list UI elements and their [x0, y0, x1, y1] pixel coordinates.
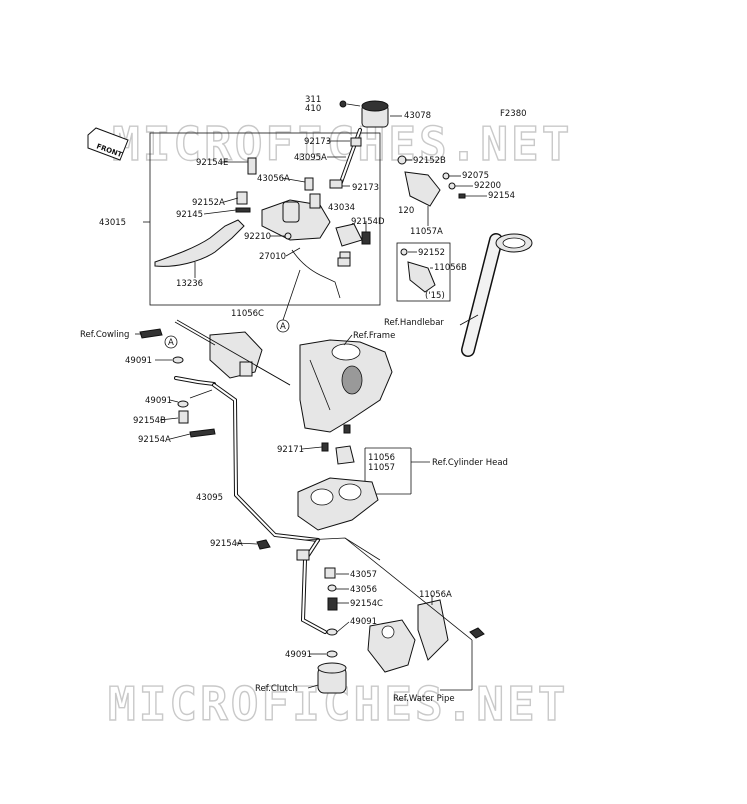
- label-92154e: 92154E: [196, 158, 228, 168]
- cylinder-head: [297, 477, 379, 531]
- callout-a-top-label: A: [280, 322, 286, 332]
- bolt-92154c: [327, 597, 338, 611]
- bracket-11056b: [407, 261, 436, 293]
- clutch-slave-cylinder: [317, 662, 347, 694]
- callout-a-left-label: A: [168, 338, 174, 348]
- label-43034: 43034: [328, 203, 355, 213]
- label-11056b: 11056B: [434, 263, 467, 273]
- washer-49091-b: [177, 400, 189, 408]
- label-ref-clutch: Ref.Clutch: [255, 684, 298, 694]
- label-11057: 11057: [368, 463, 395, 473]
- callout-a-left: [164, 335, 178, 349]
- leader-lines: [155, 159, 487, 655]
- label-43078: 43078: [404, 111, 431, 121]
- label-11056c: 11056C: [231, 309, 264, 319]
- label-43056a: 43056A: [257, 174, 290, 184]
- master-cylinder-box: [149, 132, 381, 306]
- diagram-code: F2380: [500, 109, 527, 119]
- bolt-92171-upper: [343, 424, 351, 434]
- part-92145: [235, 207, 251, 213]
- label-92154a-2: 92154A: [210, 539, 243, 549]
- label-49091-c: 49091: [350, 617, 377, 627]
- washer-49091-a: [172, 356, 184, 364]
- label-ref-cowling: Ref.Cowling: [80, 330, 129, 340]
- part-92210: [284, 232, 292, 240]
- hose-clip: [296, 549, 310, 561]
- part-92152a: [236, 191, 248, 205]
- hose-clamp-bottom: [329, 179, 343, 189]
- label-92210: 92210: [244, 232, 271, 242]
- bracket-11056: [335, 445, 355, 465]
- label-43095: 43095: [196, 493, 223, 503]
- bracket-11056a: [417, 599, 485, 661]
- part-92154e: [247, 157, 257, 175]
- hose-clamp-top: [350, 137, 362, 147]
- water-pipe: [367, 619, 416, 673]
- bolt-92154a-upper: [189, 428, 216, 438]
- label-120: 120: [398, 206, 414, 216]
- label-11056a: 11056A: [419, 590, 452, 600]
- label-92075: 92075: [462, 171, 489, 181]
- reservoir-part: [339, 100, 402, 128]
- label-92154a-1: 92154A: [138, 435, 171, 445]
- label-92152a: 92152A: [192, 198, 225, 208]
- label-92154c: 92154C: [350, 599, 383, 609]
- bracket-11056c: [139, 328, 263, 379]
- clutch-lever: [154, 219, 245, 267]
- washer-49091-d: [326, 650, 338, 658]
- label-49091-b: 49091: [145, 396, 172, 406]
- label-92154: 92154: [488, 191, 515, 201]
- label-92173-a: 92173: [304, 137, 331, 147]
- label-49091-d: 49091: [285, 650, 312, 660]
- label-92171: 92171: [277, 445, 304, 455]
- label-92152b: 92152B: [413, 156, 446, 166]
- watermark-top: MICROFICHES.NET: [112, 117, 572, 171]
- handlebar: [461, 233, 533, 357]
- box-11056b: [396, 242, 451, 302]
- label-43095a: 43095A: [294, 153, 327, 163]
- label-43057: 43057: [350, 570, 377, 580]
- clutch-switch: [337, 257, 351, 267]
- part-43056: [327, 584, 337, 592]
- bolt-92171: [321, 442, 329, 452]
- washer-49091-c: [326, 628, 338, 636]
- label-92200: 92200: [474, 181, 501, 191]
- master-cylinder-body: [261, 177, 363, 261]
- label-410: 410: [305, 104, 321, 114]
- label-43015: 43015: [99, 218, 126, 228]
- label-ref-cylinder-head: Ref.Cylinder Head: [432, 458, 508, 468]
- label-13236: 13236: [176, 279, 203, 289]
- switch-wire: [291, 249, 341, 299]
- bolt-92154a-lower: [256, 539, 271, 550]
- label-11056: 11056: [368, 453, 395, 463]
- label-49091-a: 49091: [125, 356, 152, 366]
- label-11057a: 11057A: [410, 227, 443, 237]
- label-27010: 27010: [259, 252, 286, 262]
- part-92152: [400, 248, 408, 256]
- label-92154d: 92154D: [351, 217, 385, 227]
- frame-section: [299, 339, 393, 433]
- label-ref-handlebar: Ref.Handlebar: [384, 318, 444, 328]
- label-92173-b: 92173: [352, 183, 379, 193]
- part-43057: [324, 567, 336, 579]
- label-ref-frame: Ref.Frame: [353, 331, 395, 341]
- label-92145: 92145: [176, 210, 203, 220]
- banjo-bolt-92154b: [178, 410, 189, 424]
- label-ref-water-pipe: Ref.Water Pipe: [393, 694, 455, 704]
- label-92152: 92152: [418, 248, 445, 258]
- label-43056: 43056: [350, 585, 377, 595]
- label-311: 311: [305, 95, 321, 105]
- label-92154b: 92154B: [133, 416, 166, 426]
- part-92154d: [361, 231, 371, 245]
- label-15: ('15): [425, 291, 445, 301]
